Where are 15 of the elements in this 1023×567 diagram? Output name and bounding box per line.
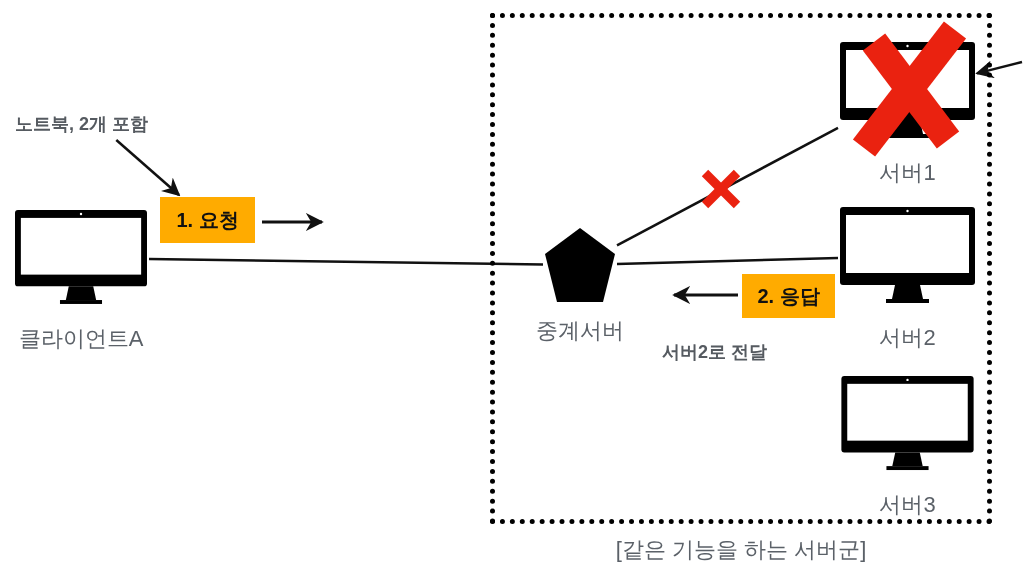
device-caption: 중계서버 — [536, 317, 624, 345]
connector-line — [149, 257, 543, 266]
step-tag: 2. 응답 — [742, 274, 835, 318]
connector-line — [616, 256, 839, 266]
device-caption: 서버2 — [879, 324, 936, 352]
note-text: 노트북, 2개 포함 — [15, 113, 148, 136]
step-tag: 1. 요청 — [160, 197, 255, 243]
device-caption: 서버1 — [879, 159, 936, 187]
note-text: 서버2로 전달 — [662, 341, 767, 364]
connector-line — [616, 126, 839, 247]
group-caption: [같은 기능을 하는 서버군] — [615, 536, 867, 564]
device-caption: 클라이언트A — [18, 325, 144, 353]
arrow — [975, 60, 1023, 79]
device-caption: 서버3 — [879, 491, 936, 519]
leader-line — [115, 139, 181, 197]
